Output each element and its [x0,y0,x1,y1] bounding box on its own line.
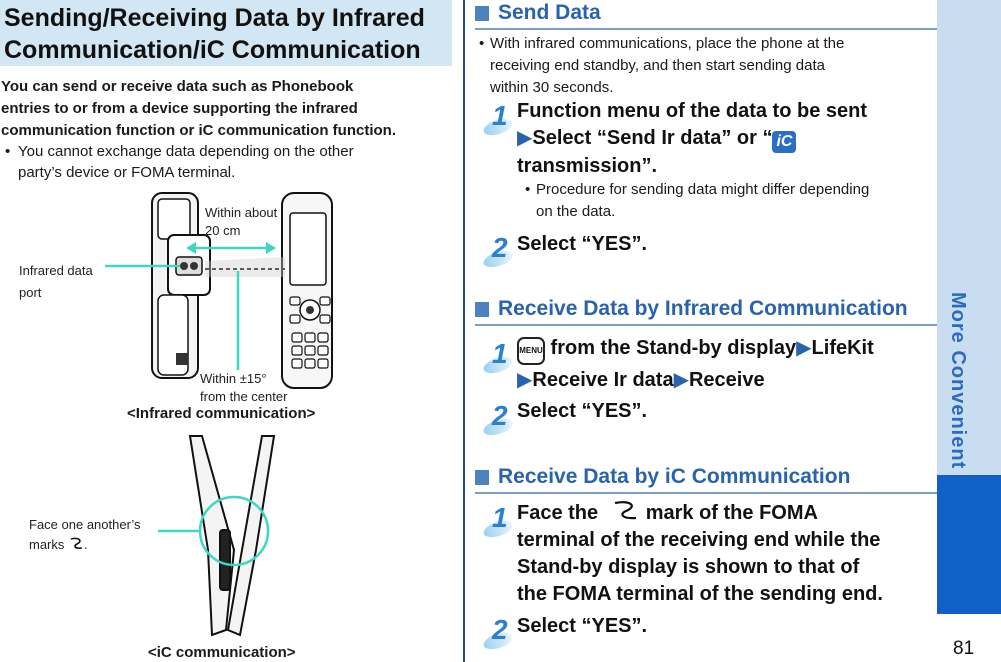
label-ic-line-1: Face one another’s [29,517,141,532]
receive-ic-step-1-line-1: Face the [517,502,599,524]
send-note-line-2: receiving end standby, and then start se… [490,57,825,74]
send-note: • With infrared communications, place th… [479,33,939,99]
step-number: 2 [481,232,515,271]
receive-ir-step-1-line-1: from the Stand-by display [545,337,797,359]
receive-ic-step-1-line-2: terminal of the receiving end while the [517,529,881,551]
caption-infrared: <Infrared communication> [127,405,316,422]
label-angle-line-2: from the center [200,389,288,404]
right-column: Send Data • With infrared communications… [465,0,939,662]
step-number-text: 2 [492,614,508,645]
step-number-text: 1 [492,502,508,533]
felica-mark-icon [68,537,84,551]
intro-note-line-2: party’s device or FOMA terminal. [18,164,236,181]
send-step-1-line-2: Select “Send Ir data” or “ [532,127,773,149]
label-distance-line-2: 20 cm [205,223,241,238]
caption-ic: <iC communication> [148,644,296,661]
send-step-1: Function menu of the data to be sent ▶Se… [517,98,937,180]
send-step-2: Select “YES”. [517,233,648,255]
receive-ir-step-1-receive: Receive [688,369,765,391]
intro-line-3: communication function or iC communicati… [1,122,396,139]
intro-note: • You cannot exchange data depending on … [5,141,445,183]
step-number-text: 2 [492,232,508,263]
step-number-text: 2 [492,400,508,431]
section-marker-icon [475,470,489,485]
felica-mark-icon [610,500,640,522]
send-step-1-note-line-1: Procedure for sending data might differ … [536,181,870,198]
receive-ic-step-1: Face the mark of the FOMA terminal of th… [517,500,937,608]
send-note-line-1: With infrared communications, place the … [490,35,845,52]
intro-line-1: You can send or receive data such as Pho… [1,78,354,95]
label-ic-marks: Face one another’s marks . [29,517,141,552]
left-column: Sending/Receiving Data by Infrared Commu… [0,0,455,662]
label-distance-line-1: Within about [205,205,278,220]
label-distance: Within about 20 cm [205,204,277,240]
bullet-dot: • [525,181,531,198]
label-port-line-1: Infrared data [19,263,93,278]
send-step-1-line-1: Function menu of the data to be sent [517,100,867,122]
page-number: 81 [953,638,975,659]
receive-ic-step-1-line-1b: mark of the FOMA [645,502,818,524]
arrow-icon: ▶ [517,127,533,149]
intro-paragraph: You can send or receive data such as Pho… [1,76,453,142]
phones-side-illustration [188,435,276,637]
receive-ic-step-1-line-3: Stand-by display is shown to that of [517,556,860,578]
phone-front-illustration [281,192,333,389]
bullet-dot: • [479,35,485,52]
section-marker-icon [475,302,489,317]
label-angle-line-1: Within ±15° [200,371,267,386]
section-title: Receive Data by iC Communication [498,465,851,488]
receive-ir-step-1: MENU from the Stand-by display▶LifeKit ▶… [517,335,937,394]
section-title: Receive Data by Infrared Communication [498,297,908,320]
phone-back-illustration [151,192,211,379]
page-title-line-1: Sending/Receiving Data by Infrared [4,4,425,32]
intro-line-2: entries to or from a device supporting t… [1,100,358,117]
receive-ic-step-1-line-4: the FOMA terminal of the sending end. [517,583,883,605]
step-number: 1 [481,502,515,541]
send-step-1-note-line-2: on the data. [536,203,616,220]
label-infrared-port: Infrared data port [19,260,93,304]
arrow-icon: ▶ [673,369,689,391]
page-title: Sending/Receiving Data by Infrared Commu… [0,0,452,66]
step-number-text: 1 [492,100,508,131]
bullet-dot: • [5,143,11,160]
send-note-line-3: within 30 seconds. [490,79,614,96]
label-ic-line-2: marks [29,537,65,552]
step-number: 2 [481,400,515,439]
ic-figure [158,435,276,637]
page-title-line-2: Communication/iC Communication [4,36,421,64]
side-tab-label: More Convenient [947,292,969,470]
section-receive-infrared: Receive Data by Infrared Communication [475,297,939,326]
label-angle: Within ±15° from the center [200,370,287,406]
section-receive-ic: Receive Data by iC Communication [475,465,939,494]
step-number: 1 [481,338,515,377]
infrared-figure [105,192,333,389]
label-port-line-2: port [19,285,42,300]
step-number-text: 1 [492,338,508,369]
arrow-icon: ▶ [517,369,533,391]
receive-ir-step-1-lifekit: LifeKit [811,337,874,359]
menu-key-icon: MENU [517,337,545,365]
receive-ir-step-2: Select “YES”. [517,400,648,422]
section-title: Send Data [498,1,601,24]
column-divider [463,0,465,662]
step-number: 1 [481,100,515,139]
ic-transmission-icon: iC [772,131,797,153]
section-send-data: Send Data [475,1,939,30]
receive-ir-step-1-line-2: Receive Ir data [532,369,674,391]
receive-ic-step-2: Select “YES”. [517,615,648,637]
section-marker-icon [475,6,489,21]
send-step-1-note: • Procedure for sending data might diffe… [525,179,935,223]
step-number: 2 [481,614,515,653]
send-step-1-line-3: transmission”. [517,155,658,177]
arrow-icon: ▶ [796,337,812,359]
intro-note-line-1: You cannot exchange data depending on th… [18,143,354,160]
side-tab-indicator [937,475,1001,614]
